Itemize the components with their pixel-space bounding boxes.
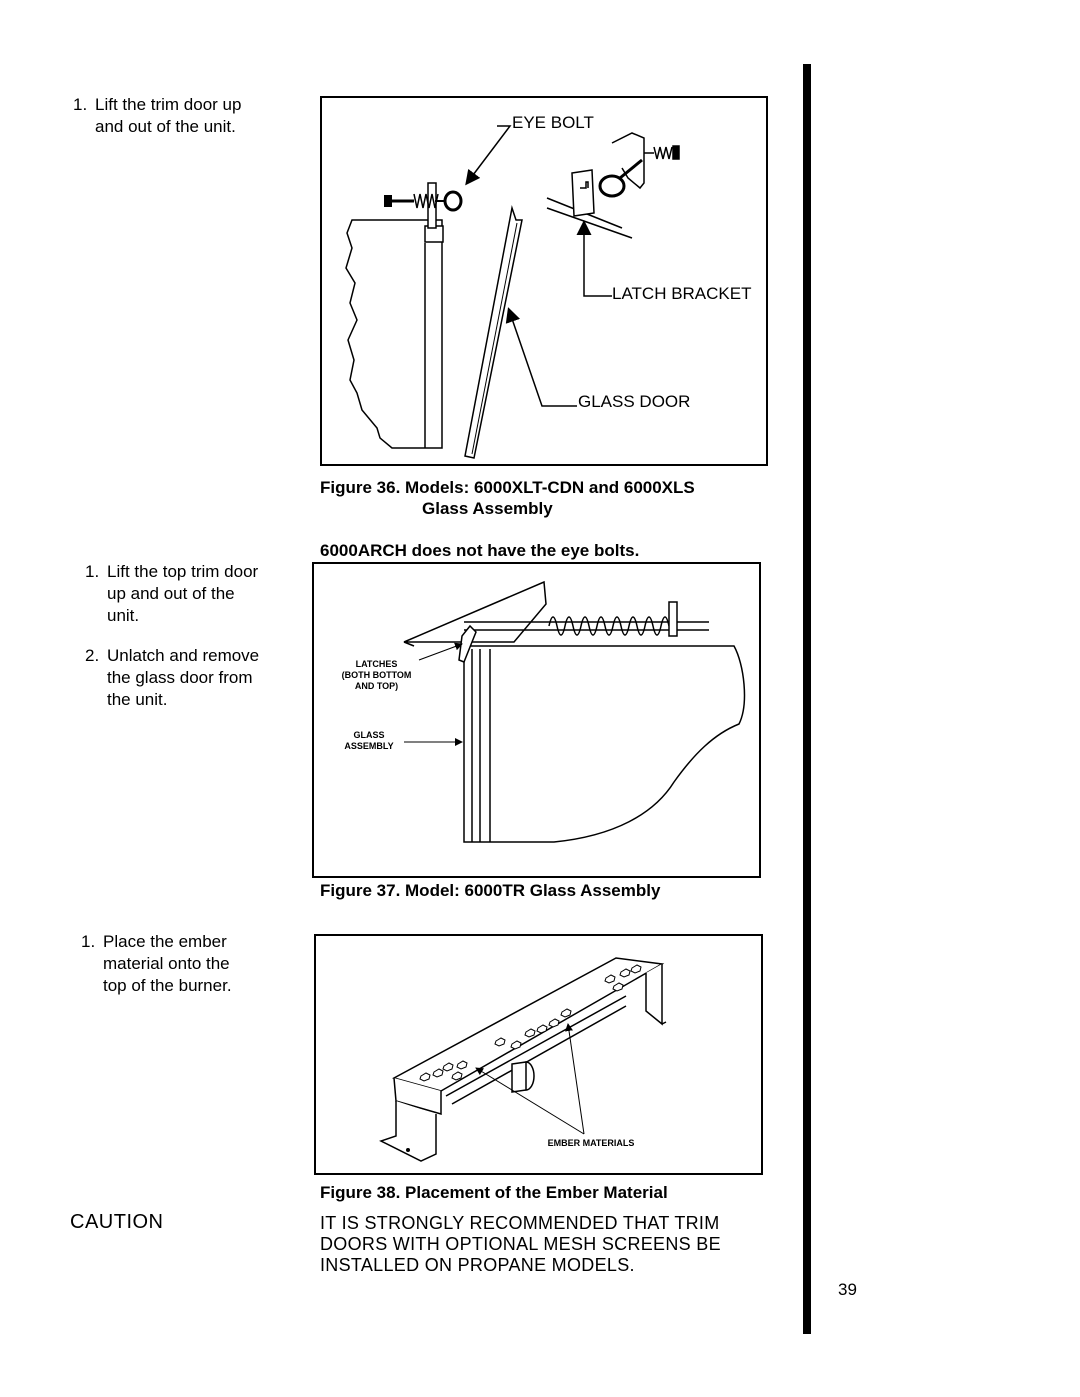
glass-door-drawing <box>345 125 680 459</box>
latch-bracket <box>546 132 680 239</box>
figure-36-illustration: EYE BOLT LATCH BRACKET GLASS DOOR <box>320 96 768 466</box>
step-text: Place the ember material onto the top of… <box>103 932 232 995</box>
step-number: 1. <box>85 562 100 581</box>
glass-door <box>464 205 523 459</box>
step-text: Lift the trim door up and out of the uni… <box>95 95 242 136</box>
arch-note: 6000ARCH does not have the eye bolts. <box>320 541 640 560</box>
step-number: 1. <box>81 932 96 951</box>
glass-assembly-panel <box>463 645 746 843</box>
ember-chips <box>419 964 642 1082</box>
figure-38-illustration: EMBER MATERIALS <box>314 934 763 1175</box>
figure-37-illustration: LATCHES (BOTH BOTTOM AND TOP) GLASS ASSE… <box>312 562 761 878</box>
margin-bar <box>803 64 811 1334</box>
section1-step-1: 1. Lift the trim door up and out of the … <box>73 94 293 138</box>
figure-36-caption-line2: Glass Assembly <box>422 499 553 518</box>
figure-37-caption: Figure 37. Model: 6000TR Glass Assembly <box>320 881 661 900</box>
cut-wall <box>345 219 443 449</box>
section2-step-2: 2. Unlatch and remove the glass door fro… <box>85 645 305 711</box>
glass-door-label: GLASS DOOR <box>578 392 691 411</box>
ember-materials-label: EMBER MATERIALS <box>547 1138 635 1148</box>
section3-step-1: 1. Place the ember material onto the top… <box>81 931 291 997</box>
latches-label: LATCHES (BOTH BOTTOM AND TOP) <box>341 659 412 691</box>
step-text: Lift the top trim door up and out of the… <box>107 562 259 625</box>
eye-bolt-label: EYE BOLT <box>512 113 594 132</box>
section2-step-1: 1. Lift the top trim door up and out of … <box>85 561 305 627</box>
caution-heading: CAUTION <box>70 1211 164 1233</box>
figure-36-caption-line1: Figure 36. Models: 6000XLT-CDN and 6000X… <box>320 478 695 497</box>
step-text: Unlatch and remove the glass door from t… <box>107 646 260 709</box>
ember-burner-drawing <box>379 957 667 1162</box>
page-number: 39 <box>838 1280 857 1299</box>
step-number: 1. <box>73 95 88 114</box>
latch-bracket-label: LATCH BRACKET <box>612 284 752 303</box>
step-number: 2. <box>85 646 100 665</box>
glass-assembly-label: GLASS ASSEMBLY <box>344 730 394 751</box>
caution-text: IT IS STRONGLY RECOMMENDED THAT TRIM DOO… <box>320 1213 721 1275</box>
tr-glass-assembly-drawing <box>403 580 746 843</box>
figure-38-caption: Figure 38. Placement of the Ember Materi… <box>320 1183 668 1202</box>
